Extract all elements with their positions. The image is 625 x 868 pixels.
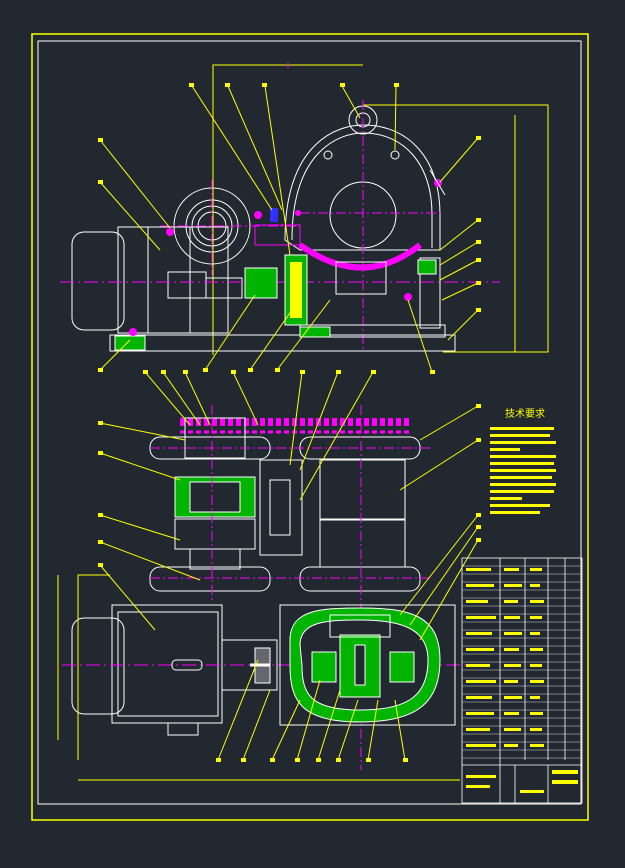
tech-requirements-title: 技术要求 xyxy=(505,409,545,420)
tech-requirements-lines xyxy=(490,427,556,514)
outer-frame xyxy=(31,33,589,821)
front-elevation-view xyxy=(60,62,549,374)
parts-list-entries xyxy=(466,568,578,793)
plan-section-view xyxy=(57,370,481,781)
parts-list-rows xyxy=(462,565,582,759)
parts-list-table xyxy=(461,557,583,804)
inner-frame xyxy=(37,40,582,805)
